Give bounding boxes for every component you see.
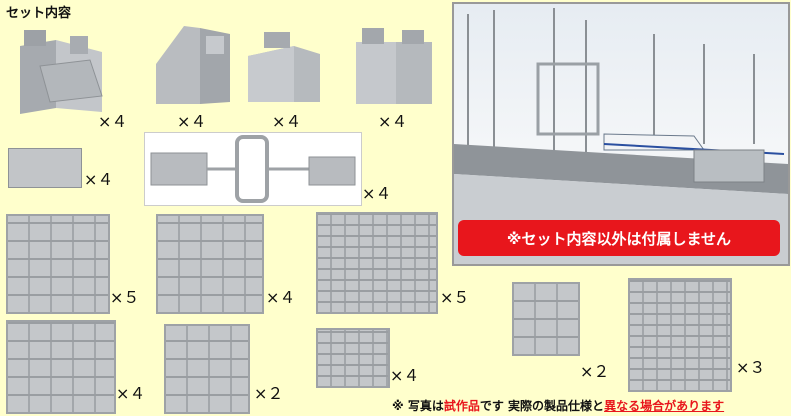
qty-pier-block-b: ×４ [177,112,207,131]
pier-block-b-image [156,26,230,104]
pier-block-c-image [248,32,320,102]
part-pier-block-a [10,26,106,114]
substation-frame-image [150,135,356,203]
note-highlight-prototype: 試作品 [443,399,480,413]
qty-pier-block-c: ×４ [272,112,302,131]
qty-substation-frame: ×４ [362,184,392,203]
qty-sprue-4: ×４ [116,384,146,403]
qty-flat-plate: ×４ [84,170,114,189]
pier-block-d-image [356,28,432,104]
page-title: セット内容 [6,6,72,21]
part-sprue-5 [164,324,250,414]
qty-sprue-8: ×３ [736,358,766,377]
qty-sprue-7: ×２ [580,362,610,381]
note-prefix: ※ 写真は [392,399,444,413]
part-sprue-4 [6,320,116,414]
qty-sprue-5: ×２ [254,384,284,403]
pier-block-a-image [20,30,103,114]
note-suffix: があります [664,399,725,413]
part-sprue-6 [316,328,390,388]
qty-sprue-1: ×５ [110,288,140,307]
qty-pier-block-d: ×４ [378,112,408,131]
part-sprue-3 [316,212,438,314]
part-pier-block-b [150,24,234,106]
qty-sprue-2: ×４ [266,288,296,307]
notice-banner: ※セット内容以外は付属しません [458,220,780,256]
qty-sprue-6: ×４ [390,366,420,385]
part-substation-frame [144,132,362,206]
disclaimer-note: ※ 写真は試作品です 実際の製品仕様と異なる場合があります [392,397,724,414]
part-pier-block-c [244,26,324,104]
part-flat-plate [8,148,82,188]
part-sprue-8 [628,278,732,392]
note-middle: です 実際の製品仕様と [479,399,605,413]
qty-sprue-3: ×５ [440,288,470,307]
qty-pier-block-a: ×４ [98,112,128,131]
part-sprue-1 [6,214,110,314]
note-highlight-differ: 異なる場合 [604,399,665,413]
part-sprue-7 [512,282,580,356]
part-pier-block-d [352,24,436,106]
part-sprue-2 [156,214,264,314]
